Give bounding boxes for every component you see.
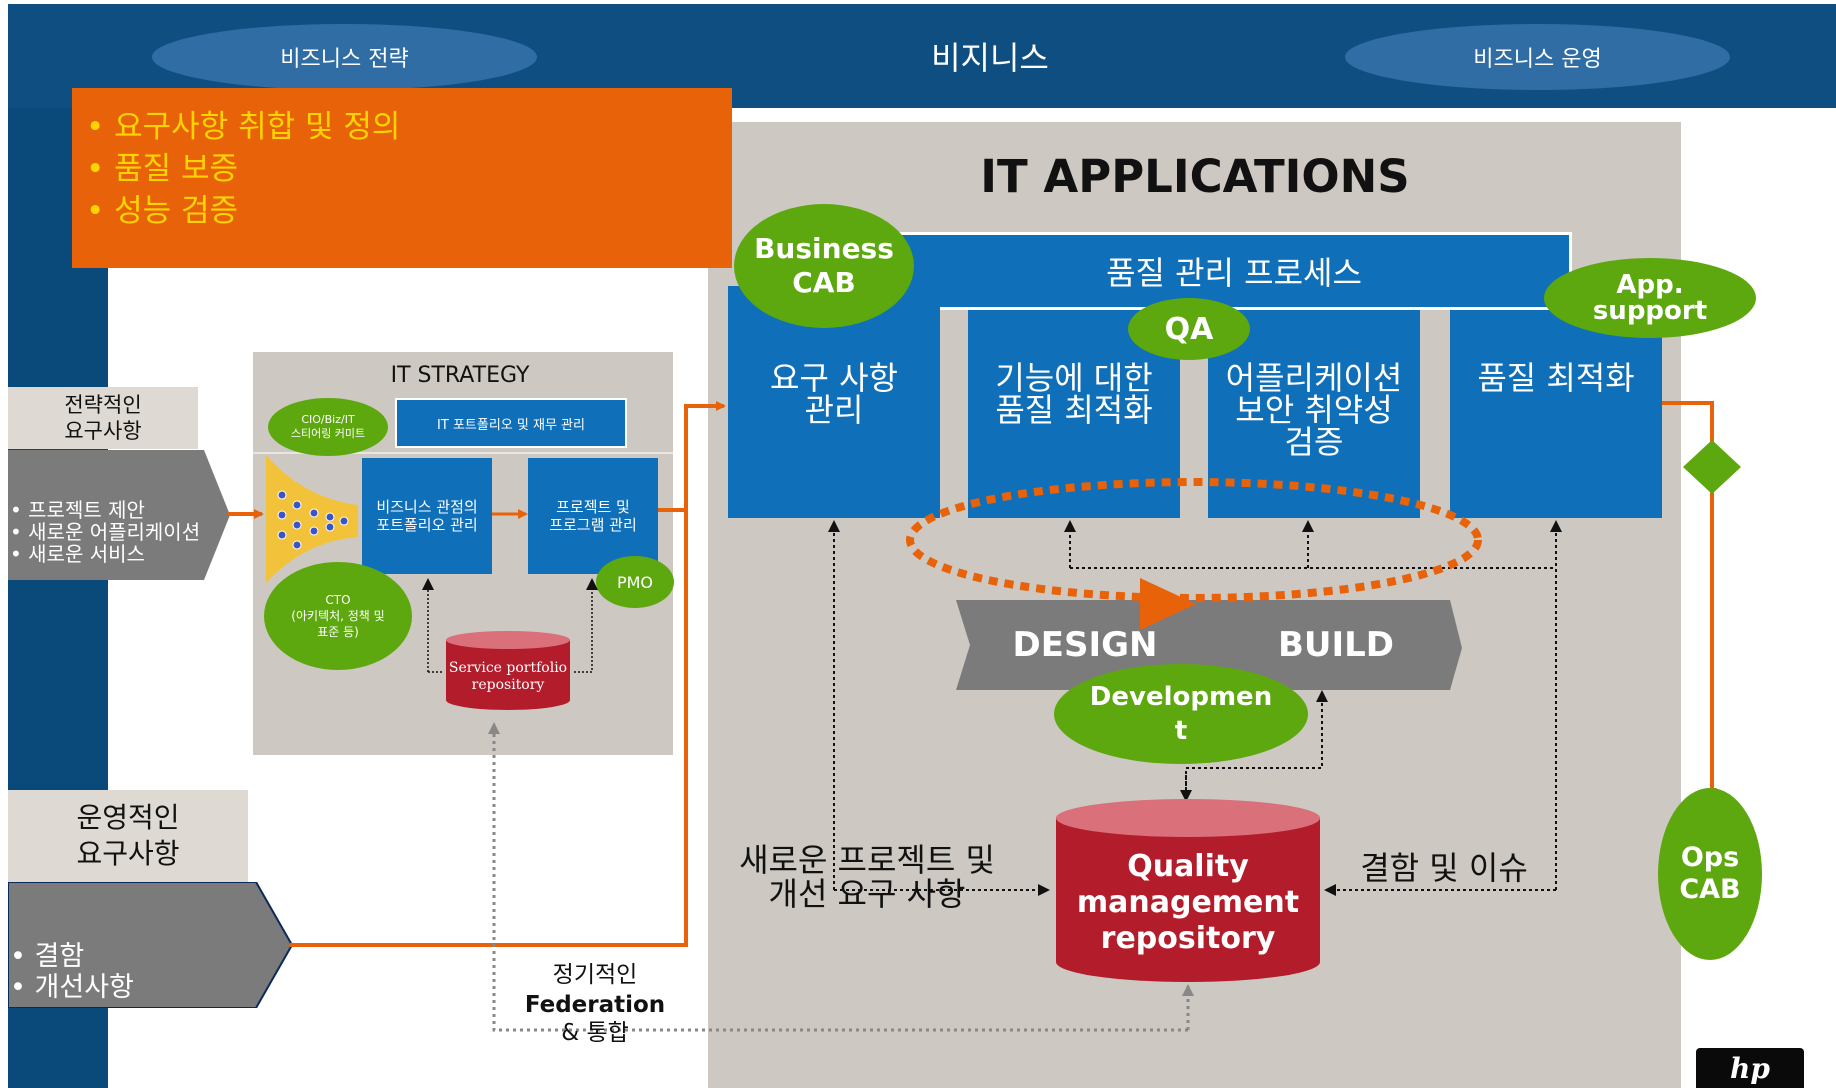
business-cab-oval: Business CAB: [734, 204, 914, 328]
strategic-items-arrow-shape: [8, 450, 230, 580]
ops-cab-text: Ops CAB: [1679, 842, 1741, 905]
business-portfolio-text: 비즈니스 관점의 포트폴리오 관리: [376, 498, 478, 534]
strategic-items: • 프로젝트 제안 • 새로운 어플리케이션 • 새로운 서비스: [10, 477, 240, 565]
business-strategy-label: 비즈니스 전략: [280, 47, 409, 72]
cto-text: CTO (아키텍처, 정책 및 표준 등): [291, 593, 385, 639]
cio-steering-oval: CIO/Biz/IT 스티어링 커미트: [268, 398, 388, 456]
business-operation-label: 비즈니스 운영: [1473, 47, 1602, 72]
design-label: DESIGN: [1000, 622, 1170, 668]
operational-requirements-text: 운영적인 요구사항: [76, 801, 180, 870]
new-project-label: 새로운 프로젝트 및 개선 요구 사항: [722, 840, 1012, 914]
new-project-text: 새로운 프로젝트 및 개선 요구 사항: [739, 841, 995, 913]
functional-quality-text: 기능에 대한 품질 최적화: [995, 359, 1153, 429]
it-strategy-title-text: IT STRATEGY: [390, 362, 530, 388]
business-cab-text: Business CAB: [754, 232, 894, 299]
service-portfolio-cylinder: [446, 631, 570, 710]
security-verification-text: 어플리케이션 보안 취약성 검증: [1225, 359, 1403, 461]
cto-oval: CTO (아키텍처, 정책 및 표준 등): [264, 562, 412, 670]
orange-bullet-1: • 요구사항 취합 및 정의: [86, 109, 401, 145]
it-strategy-title: IT STRATEGY: [370, 360, 550, 390]
quality-optimization-text: 품질 최적화: [1477, 359, 1635, 397]
service-portfolio-label: Service portfolio repository: [444, 655, 572, 699]
project-program-box: 프로젝트 및 프로그램 관리: [528, 458, 658, 574]
quality-repo-label: Quality management repository: [1060, 848, 1316, 958]
business-operation-oval: 비즈니스 운영: [1345, 24, 1730, 90]
federation-line-3: & 통합: [561, 1020, 629, 1046]
strategic-requirements-label: 전략적인 요구사항: [8, 387, 198, 449]
dev-cycle-ellipse: [906, 478, 1482, 602]
it-applications-title-text: IT APPLICATIONS: [980, 149, 1410, 203]
business-title: 비지니스: [931, 39, 1049, 77]
ops-cab-oval: Ops CAB: [1658, 788, 1762, 960]
portfolio-funnel: [266, 455, 358, 583]
business-strategy-oval: 비즈니스 전략: [152, 24, 537, 90]
defects-issues-label: 결함 및 이슈: [1344, 846, 1544, 887]
app-support-text: App. support: [1592, 270, 1708, 326]
strategic-requirements-text: 전략적인 요구사항: [64, 393, 142, 443]
defects-issues-text: 결함 및 이슈: [1360, 849, 1528, 887]
quality-repo-text: Quality management repository: [1076, 849, 1300, 956]
quality-optimization-box: 품질 최적화: [1450, 310, 1662, 518]
federation-label: 정기적인 Federation & 통합: [512, 960, 678, 1046]
operational-items: • 결함 • 개선사항: [10, 910, 260, 1003]
orange-bullet-3: • 성능 검증: [86, 193, 239, 229]
it-strategy-inner-light: [253, 452, 673, 454]
project-program-text: 프로젝트 및 프로그램 관리: [549, 498, 637, 534]
cio-steering-text: CIO/Biz/IT 스티어링 커미트: [290, 413, 366, 440]
cycle-direction-arrow: [1140, 578, 1196, 630]
qa-oval: QA: [1128, 298, 1250, 360]
design-build-chevron: [956, 600, 1462, 690]
functional-quality-box: 기능에 대한 품질 최적화: [968, 310, 1180, 518]
strategic-items-text: • 프로젝트 제안 • 새로운 어플리케이션 • 새로운 서비스: [10, 498, 201, 566]
app-support-oval: App. support: [1544, 258, 1756, 338]
hp-logo-text: hp: [1730, 1051, 1770, 1085]
operational-requirements-label: 운영적인 요구사항: [8, 790, 248, 882]
pmo-text: PMO: [616, 572, 654, 592]
hp-logo: hp: [1696, 1048, 1804, 1088]
requirements-orange-box: • 요구사항 취합 및 정의 • 품질 보증 • 성능 검증: [72, 88, 732, 268]
decision-diamond: [1683, 440, 1741, 494]
federation-line-1: 정기적인: [552, 962, 638, 988]
it-portfolio-finance-text: IT 포트폴리오 및 재무 관리: [437, 417, 585, 433]
qa-text: QA: [1164, 311, 1214, 347]
development-oval: Developmen t: [1054, 664, 1308, 764]
federation-line-2: Federation: [524, 992, 666, 1018]
it-applications-title: IT APPLICATIONS: [960, 148, 1430, 204]
operational-items-text: • 결함 • 개선사항: [10, 941, 134, 1003]
service-portfolio-text: Service portfolio repository: [448, 660, 568, 693]
design-text: DESIGN: [1012, 625, 1158, 665]
operational-items-arrow-shape: [8, 882, 292, 1008]
quality-process-text: 품질 관리 프로세스: [1106, 254, 1362, 292]
pmo-oval: PMO: [596, 556, 674, 608]
development-text: Developmen t: [1089, 682, 1273, 746]
build-label: BUILD: [1256, 622, 1416, 668]
orange-bullet-2: • 품질 보증: [86, 151, 239, 187]
build-text: BUILD: [1277, 625, 1395, 665]
quality-repo-cylinder: [1056, 799, 1320, 982]
business-header-title: 비지니스: [880, 30, 1100, 82]
business-portfolio-box: 비즈니스 관점의 포트폴리오 관리: [362, 458, 492, 574]
req-mgmt-text: 요구 사항 관리: [770, 359, 898, 429]
it-portfolio-finance-box: IT 포트폴리오 및 재무 관리: [395, 398, 627, 448]
